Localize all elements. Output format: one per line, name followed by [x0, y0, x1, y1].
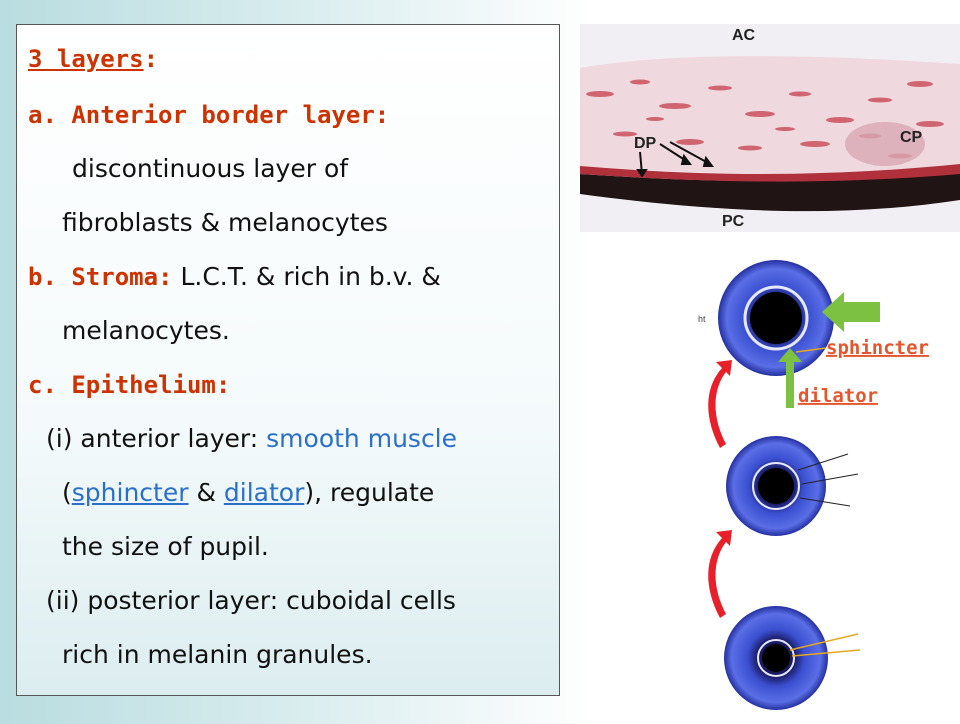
label-pc: PC: [722, 213, 745, 230]
layer-c-title-text: c. Epithelium:: [28, 371, 231, 399]
dilator-label: dilator: [798, 385, 878, 407]
anterior-prefix: (i) anterior layer:: [46, 424, 267, 453]
label-dp: DP: [634, 135, 657, 152]
layer-b-rest: L.C.T. & rich in b.v. &: [180, 262, 441, 291]
iris-diagram: ht: [698, 258, 960, 720]
label-ac: AC: [732, 27, 756, 44]
micrograph-image: AC CP DP PC: [580, 24, 960, 232]
iris-3: [724, 606, 861, 710]
sphincter-label: sphincter: [826, 337, 929, 359]
heading-count: 3 layers: [28, 45, 144, 73]
posterior-line2: rich in melanin granules.: [62, 640, 373, 669]
fragment-text: ht: [698, 314, 706, 324]
layer-a-title-text: a. Anterior border layer:: [28, 101, 390, 129]
posterior-line1: (ii) posterior layer: cuboidal cells: [46, 586, 456, 615]
heading-line: 3 layers:: [28, 44, 158, 74]
text-panel: [16, 24, 560, 696]
anterior-after: ), regulate: [304, 478, 435, 507]
layer-b-line1: b. Stroma: L.C.T. & rich in b.v. &: [28, 262, 441, 292]
dp-arrows: [636, 141, 714, 178]
layer-a-title: a. Anterior border layer:: [28, 100, 389, 130]
anterior-highlight: smooth muscle: [266, 424, 458, 453]
green-arrows: [778, 292, 880, 408]
layer-c-title: c. Epithelium:: [28, 370, 230, 400]
red-curve-arrows: [708, 360, 732, 618]
label-cp: CP: [900, 129, 923, 146]
sphincter-term: sphincter: [71, 478, 189, 507]
anterior-open-paren: (: [62, 478, 72, 507]
anterior-line2: (sphincter & dilator), regulate: [62, 478, 434, 508]
anterior-amp: &: [188, 478, 224, 507]
layer-a-line2: fibroblasts & melanocytes: [62, 208, 388, 237]
anterior-line1: (i) anterior layer: smooth muscle: [46, 424, 457, 454]
heading-colon: :: [143, 45, 159, 73]
iris-micrograph: AC CP DP PC: [580, 24, 960, 232]
dilator-term: dilator: [223, 478, 305, 507]
layer-b-title: b. Stroma:: [28, 263, 173, 291]
anterior-line3: the size of pupil.: [62, 532, 269, 561]
layer-a-line1: discontinuous layer of: [72, 154, 349, 183]
iris-2: [726, 436, 859, 536]
layer-b-line2: melanocytes.: [62, 316, 230, 345]
iris-diagram-image: ht: [698, 260, 929, 710]
iris-1: [718, 260, 834, 376]
